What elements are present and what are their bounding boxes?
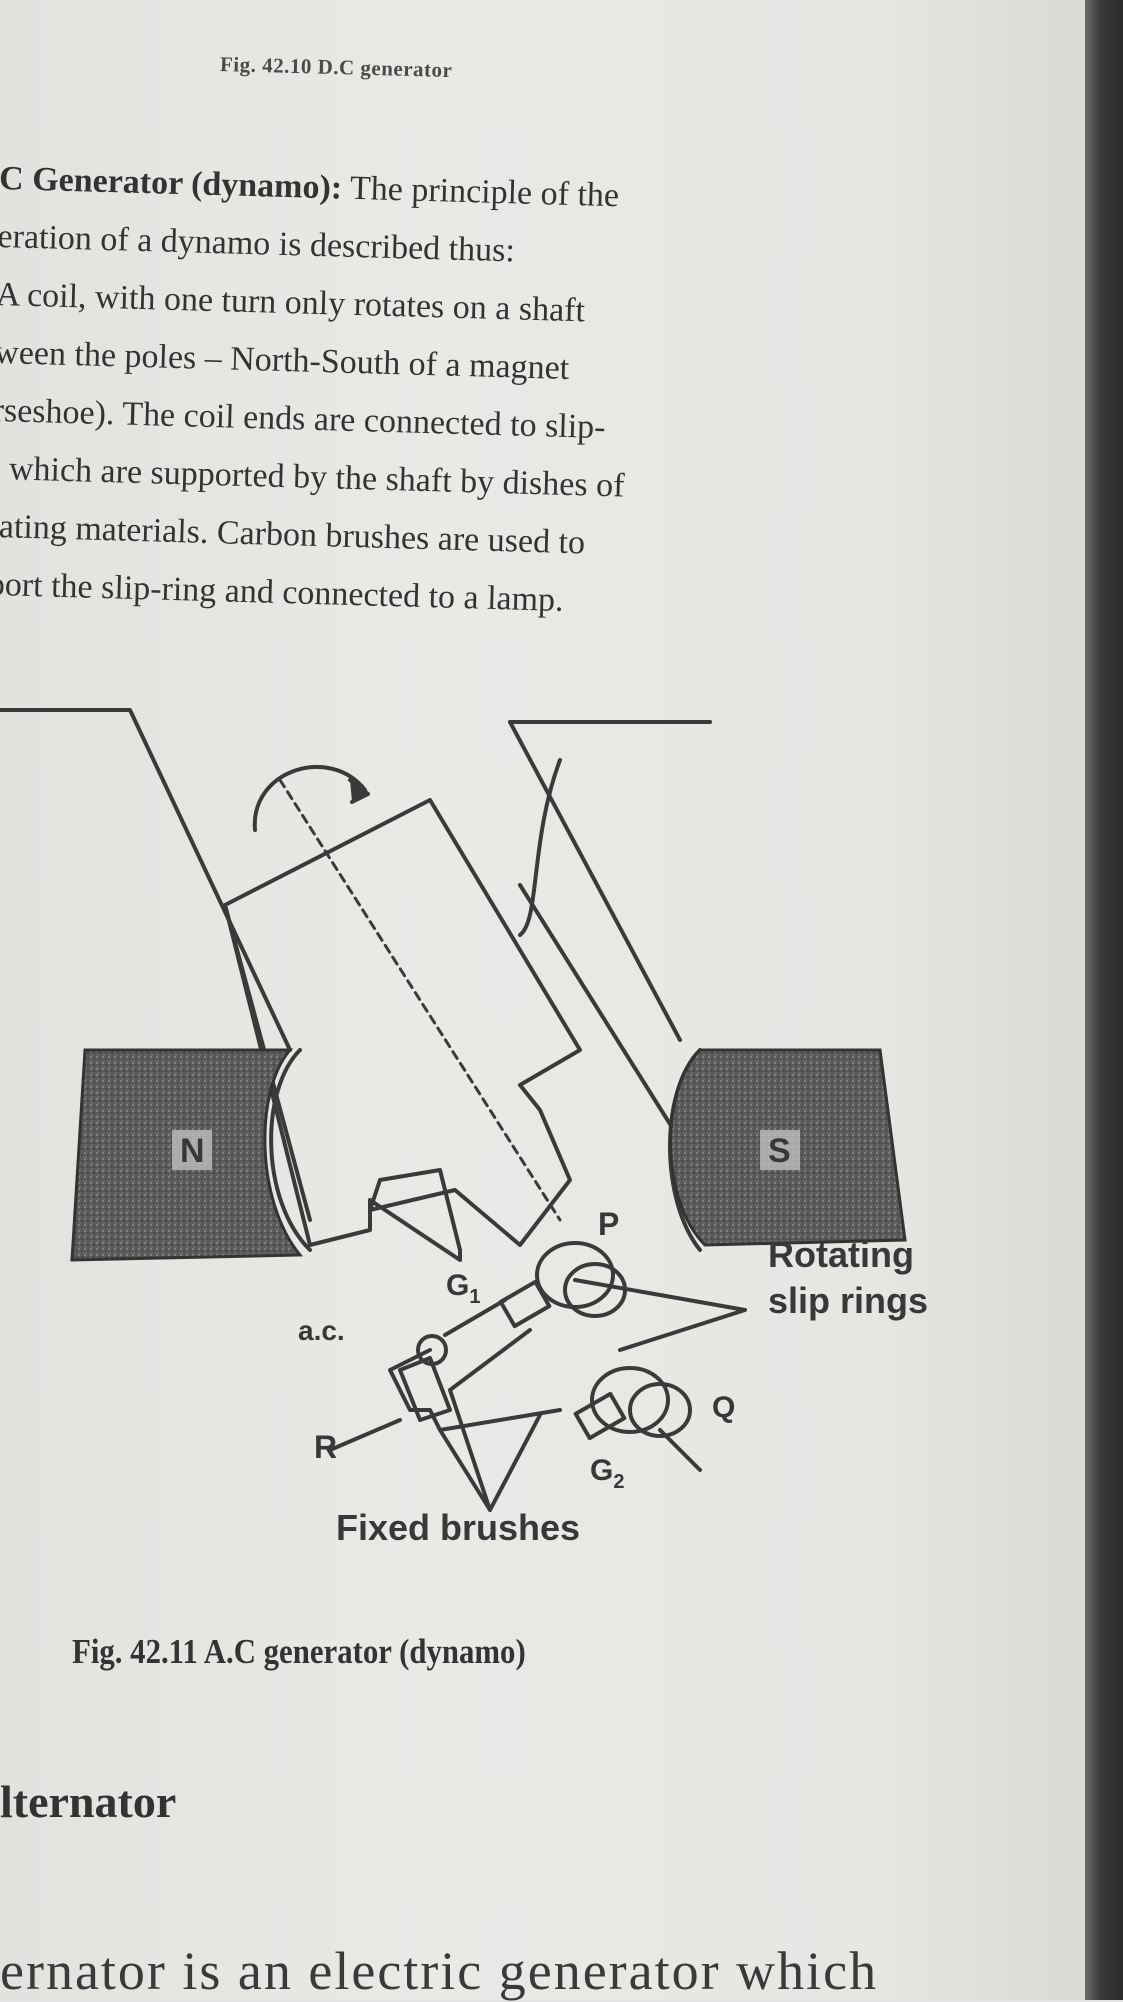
figure-caption: Fig. 42.11 A.C generator (dynamo) xyxy=(72,1632,526,1671)
label-slip-rings: slip rings xyxy=(768,1280,928,1321)
label-ac: a.c. xyxy=(298,1315,345,1346)
coil-outline xyxy=(223,798,582,1262)
book-page: Fig. 42.10 D.C generator C Generator (dy… xyxy=(0,0,1085,2001)
slip-ring-q xyxy=(590,1366,670,1434)
label-g1: G1 xyxy=(446,1269,480,1308)
slip-ring-p xyxy=(535,1241,615,1309)
section-heading: lternator xyxy=(0,1776,177,1827)
book-spine-shadow xyxy=(1085,0,1123,2000)
dynamo-paragraph: C Generator (dynamo): The principle of t… xyxy=(0,150,1000,642)
label-q: Q xyxy=(712,1391,735,1424)
body-text-line: ernator is an electric generator which xyxy=(0,1941,879,2001)
rotation-arrow xyxy=(252,765,367,832)
brush-g2 xyxy=(573,1391,627,1441)
label-g2: G2 xyxy=(590,1454,624,1493)
label-r: R xyxy=(314,1429,337,1465)
ac-generator-diagram: N S P Q R G1 G2 a.c. Rotating slip rings… xyxy=(0,708,928,1548)
previous-figure-caption: Fig. 42.10 D.C generator xyxy=(219,52,453,83)
magnet-outline-right-arm xyxy=(508,720,682,1042)
lamp xyxy=(398,1356,452,1422)
label-fixed-brushes: Fixed brushes xyxy=(336,1507,580,1548)
label-rotating: Rotating xyxy=(768,1234,914,1275)
paragraph-line-text: The principle of the xyxy=(341,169,620,215)
brush-g1 xyxy=(498,1279,552,1329)
north-label: N xyxy=(180,1132,205,1170)
south-label: S xyxy=(768,1132,791,1170)
shaft-axis xyxy=(278,778,562,1222)
coil-right-edge xyxy=(518,883,682,1142)
label-p: P xyxy=(598,1206,619,1242)
magnet-outline-left xyxy=(0,708,292,1052)
paragraph-heading: C Generator (dynamo): xyxy=(0,159,343,207)
